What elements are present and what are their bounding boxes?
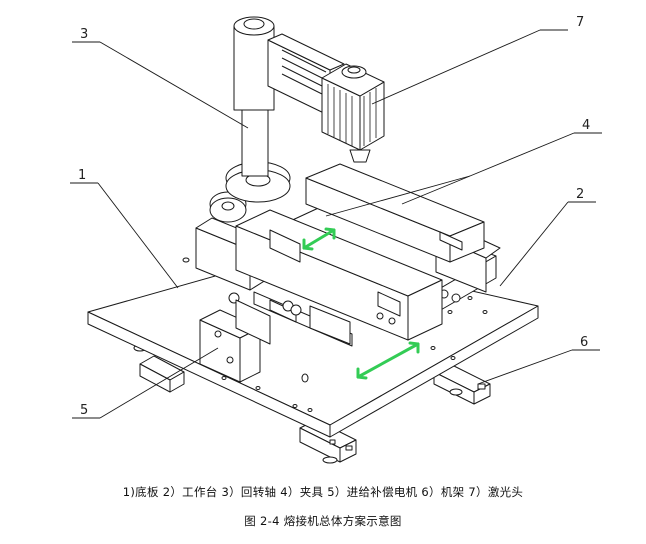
feed-motor bbox=[199, 292, 271, 383]
callout-4: 4 bbox=[582, 118, 590, 133]
rotary-shaft bbox=[233, 16, 275, 177]
foot bbox=[322, 456, 338, 464]
clamp-fixture bbox=[235, 163, 485, 341]
callout-1: 1 bbox=[78, 168, 86, 183]
laser-arm bbox=[267, 33, 345, 117]
foot bbox=[449, 388, 463, 396]
callout-7: 7 bbox=[576, 15, 584, 30]
leader-line-4 bbox=[325, 132, 602, 217]
leader-line-2 bbox=[499, 201, 596, 287]
parts-legend: 1)底板 2）工作台 3）回转轴 4）夹具 5）进给补偿电机 6）机架 7）激光… bbox=[122, 485, 524, 499]
leader-line-1 bbox=[70, 182, 179, 289]
callout-6: 6 bbox=[580, 335, 588, 350]
callout-2: 2 bbox=[576, 187, 584, 202]
leader-line-6 bbox=[477, 349, 600, 385]
laser-head bbox=[321, 63, 385, 163]
leader-line-7 bbox=[371, 29, 568, 105]
leader-line-5 bbox=[72, 347, 219, 419]
large-gear bbox=[225, 161, 291, 203]
callout-3: 3 bbox=[80, 27, 88, 42]
feed-slide bbox=[253, 291, 353, 347]
callout-5: 5 bbox=[80, 403, 88, 418]
mounting-holes bbox=[182, 257, 488, 412]
motion-arrow-upper bbox=[302, 227, 336, 251]
figure-caption: 图 2-4 熔接机总体方案示意图 bbox=[244, 514, 402, 528]
leader-line-3 bbox=[72, 41, 249, 129]
motion-arrow-lower bbox=[356, 341, 420, 380]
small-gear bbox=[209, 191, 247, 223]
frame-rail-left bbox=[139, 355, 185, 393]
